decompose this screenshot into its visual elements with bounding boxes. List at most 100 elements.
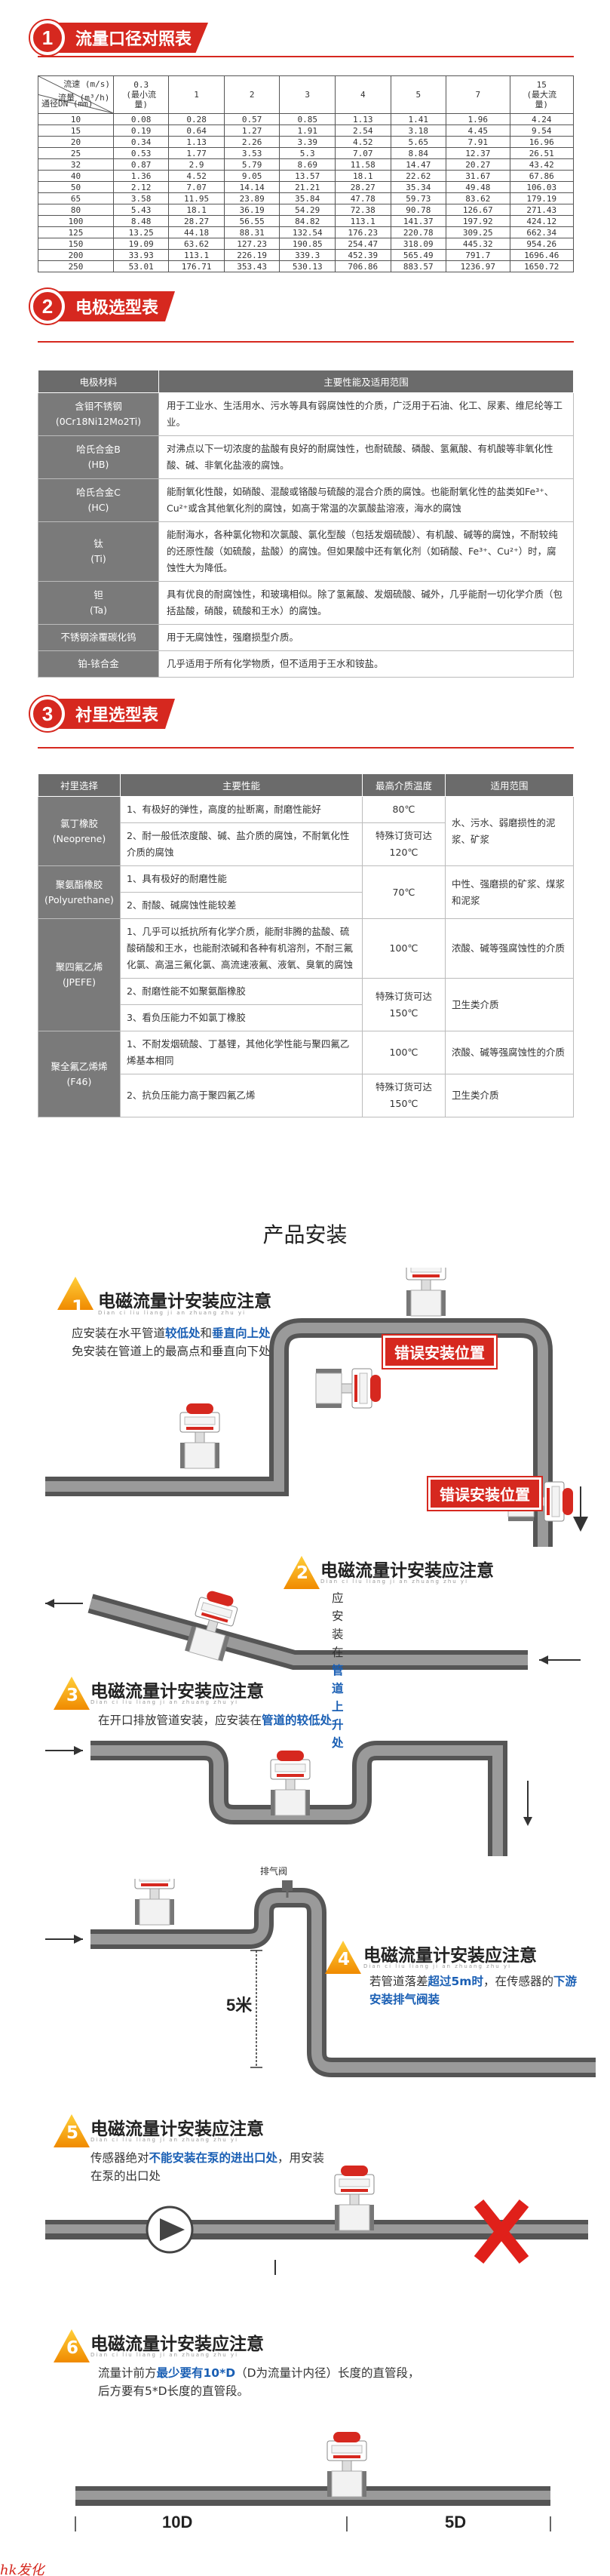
flow-cell: 1.27: [223, 124, 280, 137]
step-subtitle: Dian ci liu liang ji an zhuang zhu yi: [363, 1963, 512, 1969]
step-title: 电磁流量计安装应注意: [98, 1292, 271, 1311]
flow-cell: 56.55: [223, 215, 280, 227]
downstream-length-label: 5D: [445, 2513, 467, 2531]
table-row: 钛 (Ti)能耐海水，各种氯化物和次氯酸、氯化型酸（包括发烟硫酸）、有机酸、碱等…: [38, 521, 574, 582]
lining-selection-table: 衬里选择主要性能最高介质温度适用范围 氯丁橡胶 (Neoprene)1、有极好的…: [38, 773, 574, 1117]
dn-cell: 50: [38, 181, 114, 193]
flow-cell: 84.82: [279, 215, 336, 227]
section-header-2: 2 电极选型表: [30, 287, 176, 326]
step-subtitle: Dian ci liu liang ji an zhuang zhu yi: [98, 1310, 247, 1316]
flow-cell: 0.19: [112, 124, 170, 137]
lining-performance: 1、几乎可以抵抗所有化学介质，能耐非腾的盐酸、硫酸硝酸和王水，也能耐浓碱和各种有…: [119, 918, 363, 979]
flow-cell: 13.25: [112, 226, 170, 238]
flow-cell: 1.91: [279, 124, 336, 137]
flow-cell: 59.73: [390, 192, 447, 204]
flow-cell: 2.9: [168, 158, 225, 171]
vent-valve-label: 排气阀: [260, 1866, 288, 1877]
warning-triangle-icon: [284, 1556, 320, 1589]
step-text: 若管道落差超过5m时，在传感器的下游安装排气阀装: [369, 1975, 577, 2006]
speed-header: 15 (最大流 量): [509, 75, 574, 114]
lining-performance: 3、看负压能力不如氯丁橡胶: [119, 1004, 363, 1031]
flow-cell: 20.27: [446, 158, 510, 171]
max-temperature: 特殊订货可达150℃: [362, 978, 446, 1031]
flow-cell: 132.54: [279, 226, 336, 238]
flow-cell: 47.78: [334, 192, 391, 204]
flow-cell: 197.92: [446, 215, 510, 227]
flow-cell: 5.3: [279, 147, 336, 159]
flow-cell: 1236.97: [446, 260, 510, 272]
flow-cell: 5.79: [223, 158, 280, 171]
dn-cell: 10: [38, 113, 114, 125]
drop-height-label: 5米: [226, 1996, 253, 2015]
step-title: 电磁流量计安装应注意: [320, 1561, 494, 1581]
section-header-1: 1 流量口径对照表: [30, 18, 209, 57]
flow-cell: 53.01: [112, 260, 170, 272]
max-temperature: 100℃: [362, 1031, 446, 1074]
flow-cell: 54.29: [279, 204, 336, 216]
flow-cell: 4.52: [168, 170, 225, 182]
step-subtitle: Dian ci liu liang ji an zhuang zhu yi: [90, 1699, 239, 1705]
electrode-material: 哈氏合金B (HB): [38, 435, 159, 479]
max-temperature: 80℃: [362, 796, 446, 823]
electrode-material: 含钼不锈钢 (0Cr18Ni12Mo2Ti): [38, 392, 159, 436]
lining-performance: 2、耐酸、碱腐蚀性能较差: [119, 892, 363, 919]
dn-cell: 200: [38, 249, 114, 261]
dn-cell: 100: [38, 215, 114, 227]
speed-header: 0.3 (最小流 量): [112, 75, 170, 114]
flow-cell: 2.26: [223, 136, 280, 148]
flow-cell: 83.62: [446, 192, 510, 204]
section-divider: [38, 747, 574, 749]
step-number: 5: [66, 2123, 79, 2143]
application-scope: 浓酸、碱等强腐蚀性的介质: [445, 918, 574, 979]
flow-cell: 28.27: [168, 215, 225, 227]
electrode-material: 哈氏合金C (HC): [38, 478, 159, 522]
table-row: 钽 (Ta)具有优良的耐腐蚀性，和玻璃相似。除了氢氟酸、发烟硫酸、碱外，几乎能耐…: [38, 581, 574, 625]
flow-cell: 7.91: [446, 136, 510, 148]
flow-cell: 90.78: [390, 204, 447, 216]
flow-cell: 0.85: [279, 113, 336, 125]
application-scope: 浓酸、碱等强腐蚀性的介质: [445, 1031, 574, 1074]
flow-cell: 0.28: [168, 113, 225, 125]
footer-watermark: hk发化: [0, 2562, 44, 2576]
table-row: 2、耐酸、碱腐蚀性能较差: [38, 892, 574, 919]
flow-cell: 565.49: [390, 249, 447, 261]
wrong-position-label: 错误安装位置: [428, 1477, 541, 1510]
flow-cell: 8.69: [279, 158, 336, 171]
flow-cell: 9.54: [509, 124, 574, 137]
column-header: 主要性能: [119, 773, 363, 797]
electrode-material: 钽 (Ta): [38, 581, 159, 625]
flow-cell: 49.48: [446, 181, 510, 193]
lining-performance: 1、不耐发烟硫酸、丁基锂，其他化学性能与聚四氟乙烯基本相同: [119, 1031, 363, 1074]
flow-cell: 33.93: [112, 249, 170, 261]
flow-cell: 220.78: [390, 226, 447, 238]
column-header: 电极材料: [38, 370, 159, 393]
flow-cell: 35.84: [279, 192, 336, 204]
flow-cell: 141.37: [390, 215, 447, 227]
electrode-selection-table: 电极材料主要性能及适用范围 含钼不锈钢 (0Cr18Ni12Mo2Ti)用于工业…: [38, 370, 574, 678]
install-step-1: 1 电磁流量计安装应注意 Dian ci liu liang ji an zhu…: [0, 1268, 610, 1547]
flow-cell: 445.32: [446, 238, 510, 250]
table-row: 聚全氟乙烯烯 (F46)1、不耐发烟硫酸、丁基锂，其他化学性能与聚四氟乙烯基本相…: [38, 1031, 574, 1117]
electrode-material: 铂-铱合金: [38, 650, 159, 678]
application-scope: 卫生类介质: [445, 978, 574, 1031]
flow-cell: 271.43: [509, 204, 574, 216]
step-title: 电磁流量计安装应注意: [363, 1946, 537, 1966]
section-number: 2: [30, 289, 65, 324]
flow-cell: 88.31: [223, 226, 280, 238]
wrong-position-label: 错误安装位置: [383, 1336, 496, 1368]
flow-cell: 1696.46: [509, 249, 574, 261]
step-title: 电磁流量计安装应注意: [90, 2335, 264, 2354]
flow-cell: 662.34: [509, 226, 574, 238]
flow-cell: 883.57: [390, 260, 447, 272]
dn-cell: 65: [38, 192, 114, 204]
step-3-diagram: [45, 1741, 532, 1856]
